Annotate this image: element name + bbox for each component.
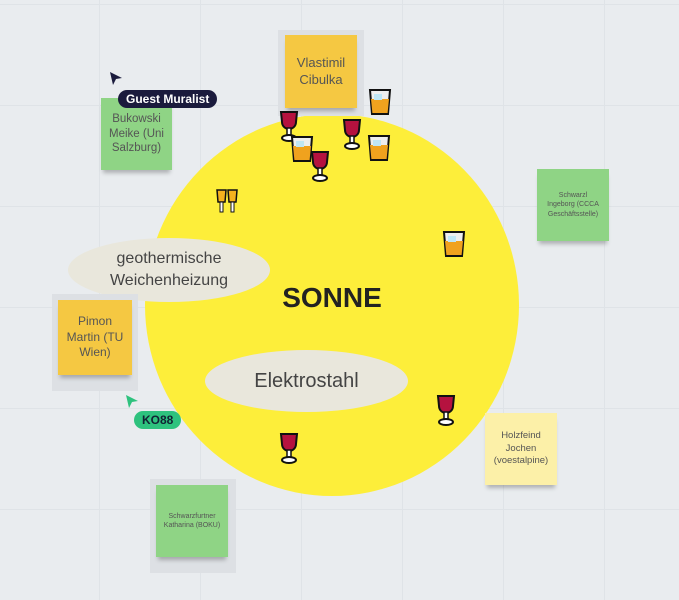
- tumbler-glass-icon[interactable]: [289, 131, 315, 165]
- sticky-text: Holzfeind Jochen (voestalpine): [493, 430, 549, 467]
- sticky-note[interactable]: Schwarzfurtner Katharina (BOKU): [156, 485, 228, 557]
- cursor-arrow-icon: [110, 72, 122, 85]
- sticky-text: Vlastimil Cibulka: [296, 54, 346, 87]
- sticky-note[interactable]: Bukowski Meike (Uni Salzburg): [101, 98, 172, 170]
- sticky-text: Schwarzl Ingeborg (CCCA Geschäftsstelle): [547, 192, 599, 218]
- sticky-text: Schwarzfurtner Katharina (BOKU): [163, 512, 221, 529]
- tumbler-glass-icon[interactable]: [366, 130, 392, 164]
- sticky-note[interactable]: Pimon Martin (TU Wien): [58, 300, 132, 375]
- sticky-note[interactable]: Schwarzl Ingeborg (CCCA Geschäftsstelle): [537, 169, 609, 241]
- tumbler-glass-icon[interactable]: [367, 84, 393, 118]
- bubble-elektrostahl[interactable]: Elektrostahl: [205, 350, 408, 412]
- sticky-text: Bukowski Meike (Uni Salzburg): [109, 112, 164, 155]
- wine-glass-icon[interactable]: [339, 117, 365, 151]
- bubble-geothermische[interactable]: geothermische Weichenheizung: [68, 238, 270, 302]
- wine-glass-icon[interactable]: [307, 149, 333, 183]
- sticky-note[interactable]: Vlastimil Cibulka: [285, 35, 357, 108]
- cursor-arrow-icon: [126, 395, 138, 408]
- wine-glass-icon[interactable]: [433, 393, 459, 427]
- bubble-text: geothermische Weichenheizung: [109, 250, 228, 289]
- center-title: SONNE: [282, 282, 382, 313]
- cursor-label-guest: Guest Muralist: [118, 90, 218, 108]
- cursor-label-ko88: KO88: [134, 411, 182, 429]
- tumbler-glass-icon[interactable]: [441, 226, 467, 260]
- bubble-text: Elektrostahl: [254, 369, 359, 392]
- sticky-note[interactable]: Holzfeind Jochen (voestalpine): [485, 413, 557, 485]
- sticky-text: Pimon Martin (TU Wien): [66, 314, 124, 360]
- clinking-glasses-icon[interactable]: [214, 186, 240, 220]
- sun-circle[interactable]: [145, 114, 519, 496]
- wine-glass-icon[interactable]: [276, 431, 302, 465]
